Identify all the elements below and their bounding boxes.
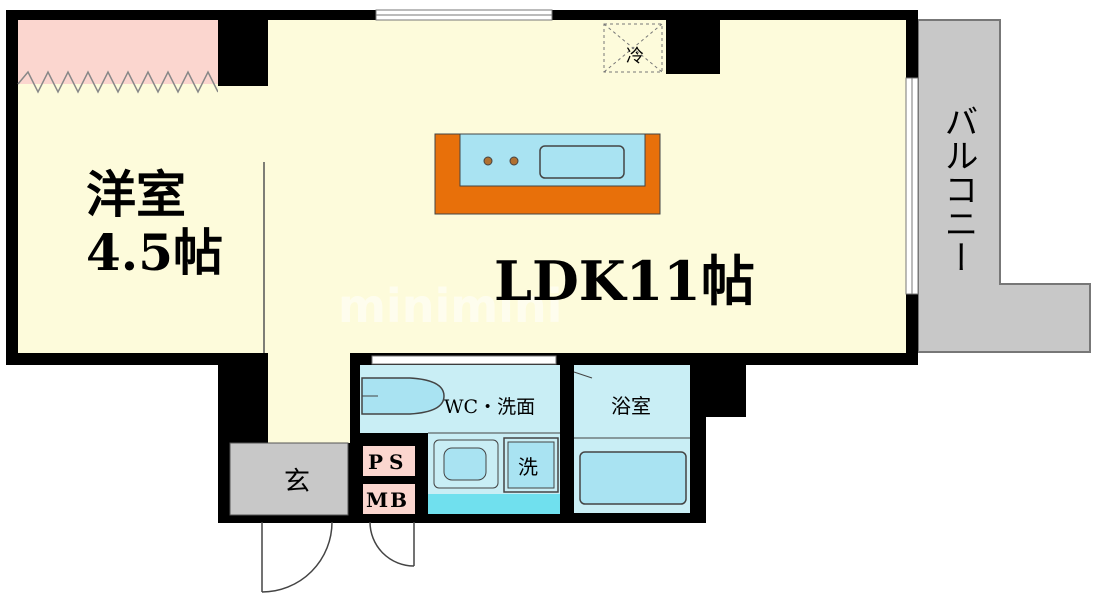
- ldk-pillar: [666, 20, 720, 74]
- mb-box: [361, 482, 417, 516]
- mb-door-arc: [369, 521, 415, 567]
- bath-side-wall: [690, 355, 746, 417]
- wc-washroom-label: WC・洗面: [444, 396, 535, 418]
- washroom-strip: [428, 494, 560, 514]
- mb-label: MB: [366, 488, 409, 512]
- washer-inner: [507, 441, 555, 489]
- curtain: [18, 20, 218, 84]
- stove-burner-2: [509, 156, 519, 166]
- bathroom-label: 浴室: [611, 394, 651, 418]
- wash-bowl: [443, 447, 487, 481]
- washroom-door: [371, 355, 557, 365]
- entrance-door-arc: [261, 521, 333, 593]
- fridge-cross-2: [603, 23, 663, 73]
- curtain-zigzag: [17, 70, 219, 94]
- ldk-label: LDK11帖: [494, 249, 755, 313]
- kitchen-sink: [539, 145, 625, 179]
- watermark: minimini: [338, 279, 562, 333]
- bath-door: [573, 371, 593, 379]
- fridge-label: 冷: [626, 46, 644, 67]
- western-room-name: 洋室: [86, 165, 186, 224]
- stove-burner-1: [483, 156, 493, 166]
- washer-label: 洗: [518, 455, 538, 479]
- entrance-label: 玄: [284, 467, 310, 497]
- closet-pillar: [218, 20, 268, 86]
- toilet: [361, 377, 445, 415]
- entrance-floor: [229, 442, 349, 516]
- balcony-label: バルコニー: [938, 104, 978, 274]
- corridor-floor: [268, 353, 350, 443]
- ps-box: [361, 444, 417, 478]
- ldk-floor-left: [218, 86, 268, 353]
- bathtub: [579, 451, 687, 505]
- ps-label: PS: [368, 450, 409, 474]
- western-room-size: 4.5帖: [86, 223, 223, 282]
